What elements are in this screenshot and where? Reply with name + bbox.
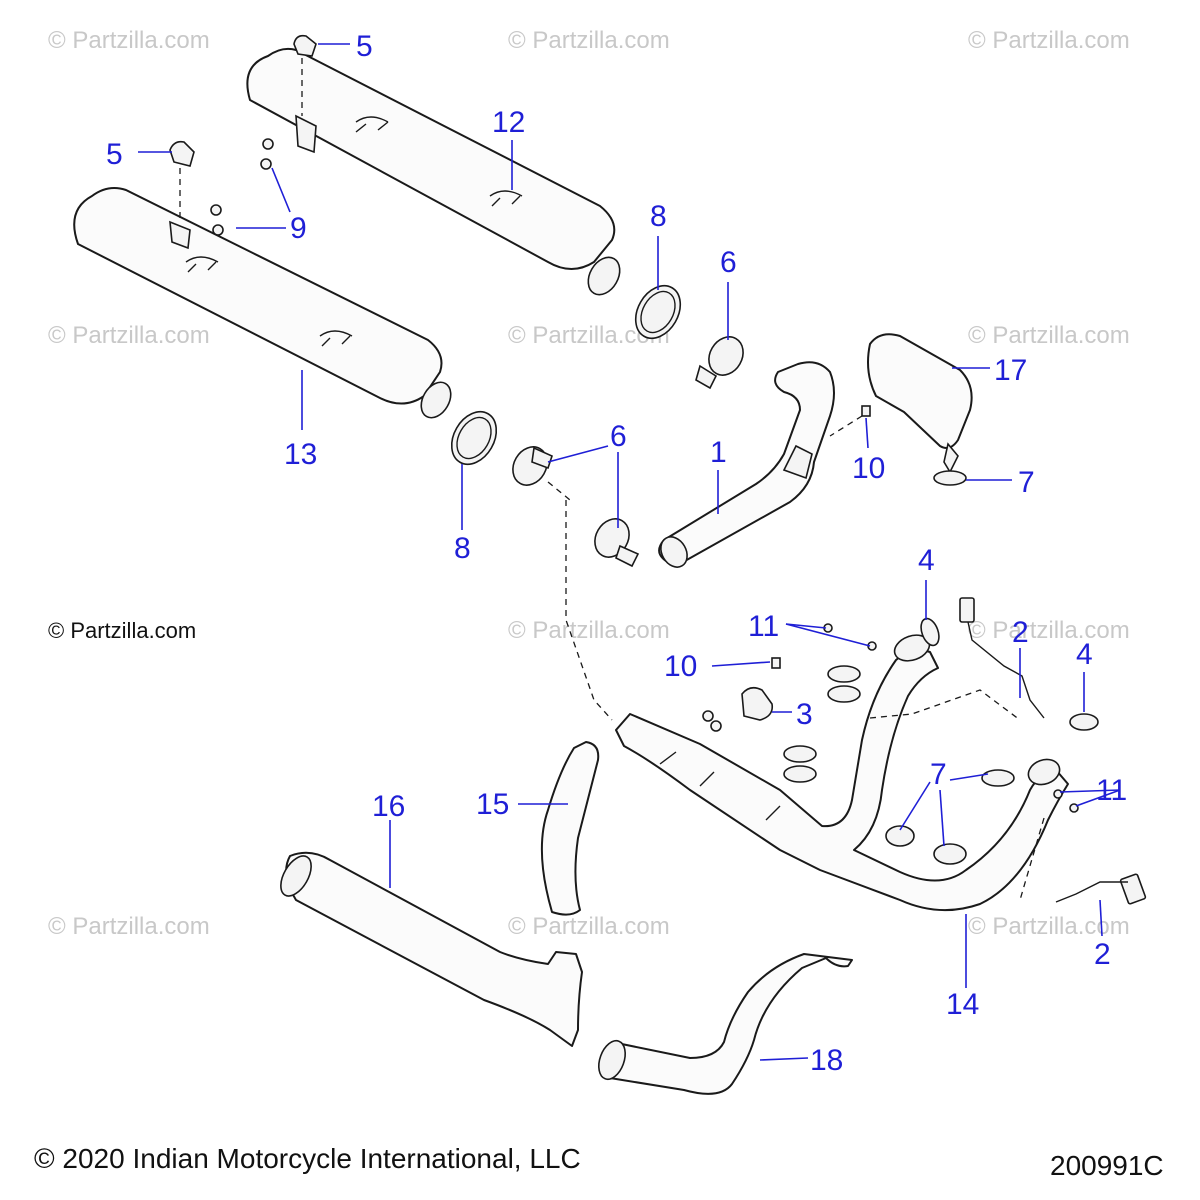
watermark: © Partzilla.com: [508, 27, 670, 54]
part-5-clip-lower[interactable]: [169, 140, 195, 220]
callout-1: 1: [710, 436, 727, 469]
part-11-nuts[interactable]: [823, 623, 1079, 813]
callout-3: 3: [796, 698, 813, 731]
part-16-heat-shield[interactable]: [275, 851, 583, 1047]
callout-2: 2: [1094, 938, 1111, 971]
part-2-o2-sensor-top[interactable]: [959, 597, 1045, 719]
watermark: © Partzilla.com: [968, 913, 1130, 940]
part-8-ring-lower[interactable]: [443, 404, 506, 472]
callout-16: 16: [372, 790, 405, 823]
callout-14: 14: [946, 988, 979, 1021]
watermark: © Partzilla.com: [508, 617, 670, 644]
part-6-clamp-lower[interactable]: [588, 513, 640, 568]
part-6-clamp-middle[interactable]: [506, 441, 571, 501]
part-7-clamp-top[interactable]: [933, 470, 967, 486]
part-18-heat-shield[interactable]: [594, 953, 853, 1095]
watermark: © Partzilla.com: [968, 27, 1130, 54]
callout-18: 18: [810, 1044, 843, 1077]
watermark: © Partzilla.com: [48, 322, 210, 349]
part-4-gasket-right[interactable]: [1069, 713, 1099, 731]
callout-4: 4: [1076, 638, 1093, 671]
callout-17: 17: [994, 354, 1027, 387]
side-credit: © Partzilla.com: [48, 618, 197, 643]
part-6-clamp-upper[interactable]: [695, 331, 750, 390]
part-14-head-pipe-assembly[interactable]: [615, 631, 1069, 912]
leader-lines: [138, 43, 1121, 1061]
watermarks: © Partzilla.com © Partzilla.com © Partzi…: [48, 27, 1130, 940]
watermark: © Partzilla.com: [48, 913, 210, 940]
callout-13: 13: [284, 438, 317, 471]
callout-11: 11: [748, 610, 779, 643]
callout-12: 12: [492, 106, 525, 139]
callouts: 5 5 12 9 13 8 6 6 8 1 10 17 7 4 2 4 11 1…: [106, 30, 1127, 1077]
part-10-bolt-top[interactable]: [829, 405, 871, 437]
part-12-upper-muffler[interactable]: [246, 47, 626, 300]
callout-11: 11: [1096, 774, 1127, 807]
callout-5: 5: [106, 138, 123, 171]
part-10-bolt-mid[interactable]: [771, 657, 781, 669]
part-13-lower-muffler[interactable]: [73, 187, 457, 423]
watermark: © Partzilla.com: [968, 617, 1130, 644]
watermark: © Partzilla.com: [508, 913, 670, 940]
callout-6: 6: [720, 246, 737, 279]
callout-8: 8: [454, 532, 471, 565]
watermark: © Partzilla.com: [48, 27, 210, 54]
part-9-bolts[interactable]: [210, 138, 274, 236]
callout-5: 5: [356, 30, 373, 63]
part-1-rear-head-pipe[interactable]: [656, 361, 835, 572]
part-5-clip-upper[interactable]: [293, 34, 317, 116]
part-7-clamps[interactable]: [783, 665, 1015, 865]
diagram-id: 200991C: [1050, 1150, 1164, 1181]
part-2-o2-sensor-right[interactable]: [1055, 873, 1147, 905]
callout-9: 9: [290, 212, 307, 245]
callout-4: 4: [918, 544, 935, 577]
callout-2: 2: [1012, 616, 1029, 649]
callout-7: 7: [1018, 466, 1035, 499]
part-17-heat-shield[interactable]: [867, 333, 973, 474]
callout-10: 10: [664, 650, 697, 683]
callout-6: 6: [610, 420, 627, 453]
part-8-ring-upper[interactable]: [627, 278, 690, 346]
part-3-bracket[interactable]: [702, 686, 774, 732]
watermark: © Partzilla.com: [968, 322, 1130, 349]
callout-10: 10: [852, 452, 885, 485]
callout-8: 8: [650, 200, 667, 233]
callout-7: 7: [930, 758, 947, 791]
copyright-footer: © 2020 Indian Motorcycle International, …: [34, 1143, 581, 1174]
part-15-heat-shield[interactable]: [540, 741, 600, 916]
callout-15: 15: [476, 788, 509, 821]
